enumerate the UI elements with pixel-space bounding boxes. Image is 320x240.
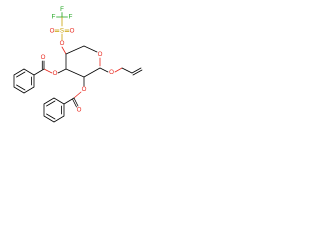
- atom-o-sulfonyl-left: O: [50, 27, 55, 34]
- bond-carbonyl-o-lower-2: [72, 98, 77, 108]
- atom-o-benzoate-lower-carbonyl: O: [77, 107, 82, 114]
- bond-carbonyl-o-lower: [73, 97, 79, 107]
- bond-o-carbonyl-lower: [73, 91, 82, 99]
- bond-c1-o-allyl: [99, 67, 109, 73]
- atom-o-benzoate-lower-ester: O: [82, 86, 87, 93]
- bond-o-carbonyl-upper: [43, 68, 53, 74]
- structure-diagram: F F F S O O O O O O O O O: [0, 0, 152, 152]
- atom-o-ring: O: [98, 51, 103, 58]
- atom-f-left: F: [52, 14, 56, 21]
- atom-o-triflate-ester: O: [60, 40, 65, 47]
- atom-o-allyl: O: [109, 69, 114, 76]
- bond-c3-o-ester-upper: [57, 68, 67, 74]
- bond-carbonyl-phenyl-upper: [33, 68, 45, 76]
- ring-bond-c2-c3: [65, 68, 85, 78]
- bond-o-ch2: [114, 67, 123, 73]
- bond-ch2-ch: [121, 67, 133, 74]
- phenyl-lower-double-2: [46, 113, 56, 120]
- ring-bond-c5-o: [83, 45, 98, 53]
- atom-o-benzoate-upper-carbonyl: O: [41, 54, 46, 61]
- atom-o-sulfonyl-right: O: [70, 27, 75, 34]
- phenyl-upper-double-2: [16, 84, 26, 91]
- phenyl-ring-lower: [43, 97, 65, 123]
- atom-o-benzoate-upper-ester: O: [53, 70, 58, 77]
- phenyl-upper-double-1: [16, 71, 26, 78]
- ring-bond-c1-c2: [83, 67, 101, 78]
- phenyl-lower-double-1: [46, 100, 56, 107]
- bond-o-c4: [61, 46, 67, 55]
- atom-f-top: F: [60, 6, 64, 13]
- molecule-drawing: F F F S O O O O O O O O O: [13, 6, 143, 123]
- atom-s: S: [60, 27, 64, 34]
- bond-ch-ch2-double-2: [132, 69, 143, 76]
- phenyl-ring-upper: [13, 68, 35, 94]
- bond-carbonyl-phenyl-lower: [63, 97, 75, 105]
- bond-ch-ch2-double: [131, 67, 142, 74]
- atom-f-right: F: [69, 14, 73, 21]
- ring-bond-c4-c5: [65, 45, 85, 55]
